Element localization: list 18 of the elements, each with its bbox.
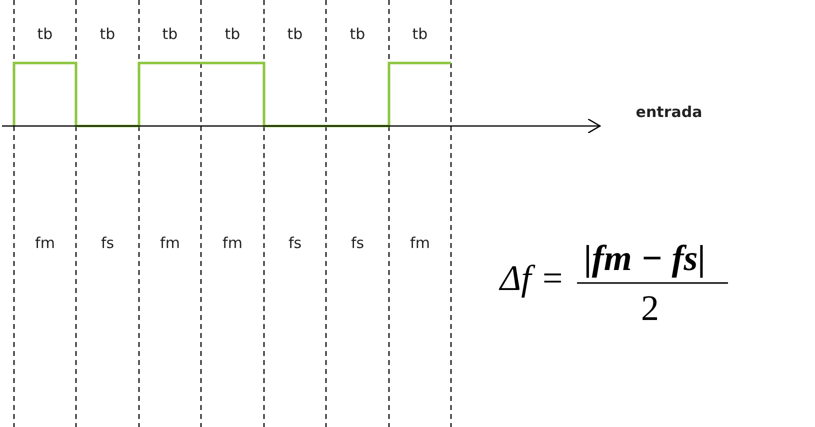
interval-label: tb (162, 25, 178, 43)
frequency-label: fs (350, 234, 364, 252)
interval-label: tb (37, 25, 53, 43)
frequency-label: fs (288, 234, 302, 252)
interval-label: tb (350, 25, 366, 43)
frequency-label: fm (410, 234, 430, 252)
formula-denominator: 2 (641, 287, 659, 329)
interval-label: tb (412, 25, 428, 43)
interval-label: tb (100, 25, 116, 43)
formula-lhs: Δf = (500, 257, 564, 299)
frequency-label: fm (222, 234, 242, 252)
formula-numerator: |fm − fs| (584, 237, 706, 279)
frequency-label: fs (100, 234, 114, 252)
interval-label: tb (287, 25, 303, 43)
interval-label: tb (224, 25, 240, 43)
frequency-label: fm (35, 234, 55, 252)
axis-label: entrada (636, 103, 702, 121)
frequency-label: fm (160, 234, 180, 252)
